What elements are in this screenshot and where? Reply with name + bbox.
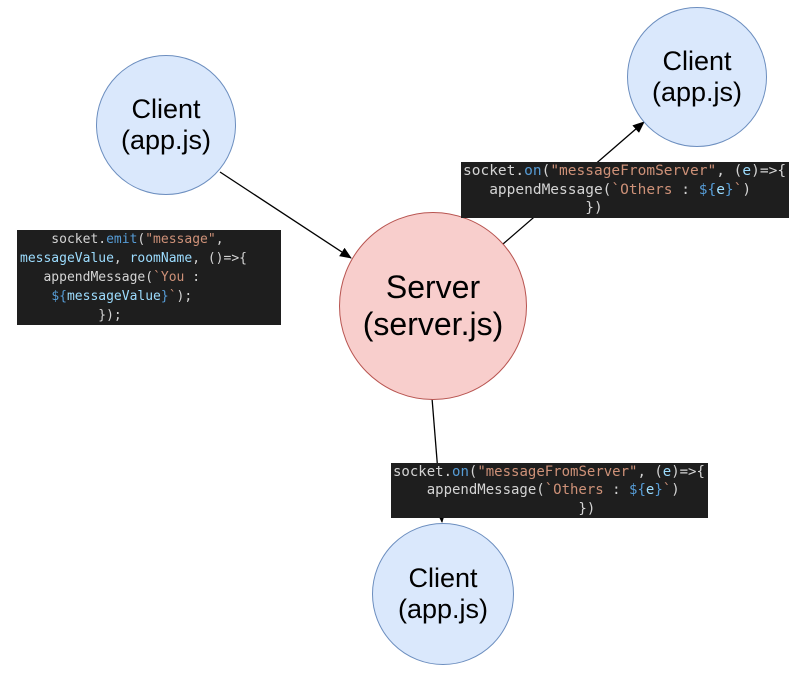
node-client-top-right-title: Client [662,45,732,76]
code-snippet-message-from-server-bottom: socket.on("messageFromServer", (e)=>{ ap… [391,463,708,518]
code-line: messageValue, roomName, ()=>{ [20,251,247,266]
code-line: appendMessage(`You : [20,270,201,285]
code-snippet-socket-emit: socket.emit("message", messageValue, room… [17,230,281,325]
node-client-top-left: Client (app.js) [96,55,236,195]
code-line: socket.emit("message", [20,232,224,247]
node-client-bottom-title: Client [408,562,478,593]
node-server: Server (server.js) [339,212,527,400]
node-client-top-left-title: Client [131,93,201,124]
code-line: }) [393,500,596,517]
code-line: appendMessage(`Others : ${e}`) [463,181,752,198]
code-snippet-message-from-server-top: socket.on("messageFromServer", (e)=>{ ap… [461,162,789,218]
node-server-subtitle: (server.js) [362,306,504,342]
code-line: }); [20,308,122,323]
node-client-top-right: Client (app.js) [627,7,767,147]
code-line: socket.on("messageFromServer", (e)=>{ [393,464,705,480]
node-client-bottom-subtitle: (app.js) [397,594,489,624]
code-line: socket.on("messageFromServer", (e)=>{ [463,163,787,179]
node-server-title: Server [385,268,481,305]
code-line: appendMessage(`Others : ${e}`) [393,482,680,499]
node-client-top-right-subtitle: (app.js) [651,77,743,107]
code-line: ${messageValue}`); [51,289,193,304]
code-line: }) [463,200,603,217]
arrow-client-to-server [219,171,352,259]
node-client-top-left-subtitle: (app.js) [120,125,212,155]
node-client-bottom: Client (app.js) [372,523,514,665]
